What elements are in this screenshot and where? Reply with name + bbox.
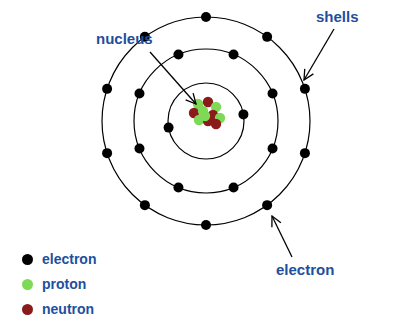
part-label: nucleus xyxy=(96,30,153,48)
electron-dot xyxy=(173,183,183,193)
electron-dot xyxy=(300,148,310,158)
electron-dot xyxy=(102,84,112,94)
electron-dot xyxy=(134,88,144,98)
electron-dot xyxy=(164,123,174,133)
legend-swatch xyxy=(22,279,33,290)
inner-shell xyxy=(168,83,244,159)
legend-text: proton xyxy=(42,275,86,293)
electron-dot xyxy=(201,220,211,230)
electron-dot xyxy=(238,109,248,119)
electron-dot xyxy=(134,144,144,154)
proton-dot xyxy=(200,111,210,121)
legend-swatch xyxy=(22,254,33,265)
electron-dot xyxy=(229,183,239,193)
legend-swatch xyxy=(22,304,33,315)
outer-shell xyxy=(102,17,310,225)
electron-dot xyxy=(262,32,272,42)
legend-item: electron xyxy=(22,250,96,268)
legend-text: electron xyxy=(42,250,96,268)
neutron-dot xyxy=(211,119,221,129)
middle-shell xyxy=(134,49,278,193)
electron-dot xyxy=(229,49,239,59)
leader-line xyxy=(272,216,292,257)
electron-dot xyxy=(300,84,310,94)
electron-dot xyxy=(102,148,112,158)
electron-dot xyxy=(201,12,211,22)
electron-dot xyxy=(173,49,183,59)
legend-item: neutron xyxy=(22,300,94,318)
leader-line xyxy=(150,52,196,104)
electron-dot xyxy=(140,200,150,210)
leader-line xyxy=(304,29,334,80)
part-label: shells xyxy=(316,8,359,26)
electron-dot xyxy=(268,88,278,98)
electron-dot xyxy=(262,200,272,210)
electron-dot xyxy=(268,144,278,154)
legend-text: neutron xyxy=(42,300,94,318)
part-label: electron xyxy=(276,261,334,279)
legend-item: proton xyxy=(22,275,86,293)
